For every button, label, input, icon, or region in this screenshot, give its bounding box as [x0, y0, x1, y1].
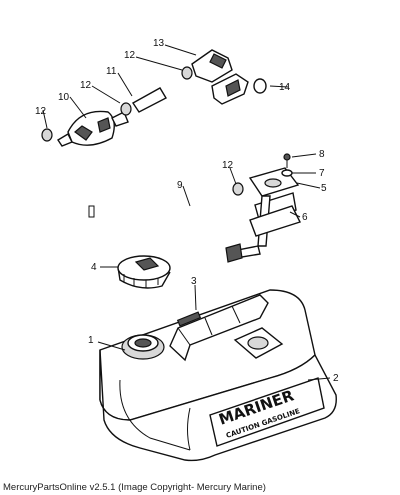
- callout-8: 8: [319, 149, 325, 160]
- callout-7: 7: [319, 168, 325, 179]
- callout-3: 3: [191, 276, 197, 287]
- hose-clamps: [41, 66, 244, 196]
- fuel-cap: [117, 255, 171, 289]
- callout-13: 13: [153, 38, 165, 49]
- callout-2: 2: [333, 373, 339, 384]
- callout-10: 10: [58, 92, 70, 103]
- callout-14: 14: [279, 82, 291, 93]
- hose-section-11: [131, 87, 167, 113]
- pickup-assembly: [225, 167, 301, 263]
- primer-bulb: [57, 110, 129, 147]
- fuel-hose: [37, 144, 233, 218]
- callout-12-top: 12: [124, 50, 136, 61]
- leader-lines: [42, 44, 331, 381]
- callout-numbers: 1 2 3 4 5 6 7 8 9 10 11 12 12 12 12 13 1…: [35, 38, 339, 384]
- callout-12-right: 12: [222, 160, 234, 171]
- callout-5: 5: [321, 183, 327, 194]
- connector: [191, 49, 267, 105]
- parts-diagram: MARINER CAUTION GASOLINE: [35, 38, 339, 462]
- copyright-footer: MercuryPartsOnline v2.5.1 (Image Copyrig…: [3, 482, 266, 493]
- callout-12-left: 12: [35, 106, 47, 117]
- callout-1: 1: [88, 335, 94, 346]
- screw-washer: [281, 153, 293, 177]
- callout-9: 9: [177, 180, 183, 191]
- callout-11: 11: [106, 66, 117, 77]
- callout-4: 4: [91, 262, 97, 273]
- callout-6: 6: [302, 212, 308, 223]
- callout-12-bulb: 12: [80, 80, 92, 91]
- fuel-tank: MARINER CAUTION GASOLINE: [99, 289, 337, 462]
